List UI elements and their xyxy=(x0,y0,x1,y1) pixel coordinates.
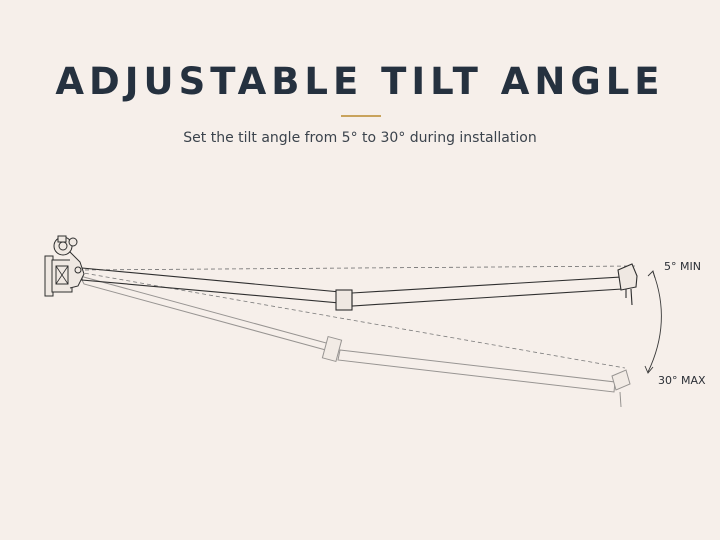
max-angle-reference-line xyxy=(77,271,626,369)
arc-arrow-top xyxy=(647,270,656,279)
min-tilt-arm xyxy=(81,263,638,311)
max-angle-label: 30° MAX xyxy=(658,374,706,387)
max-tilt-arm xyxy=(79,275,631,408)
title-divider xyxy=(341,115,381,117)
min-angle-reference-line xyxy=(77,265,636,271)
wall-bracket xyxy=(44,235,85,297)
arc-arrow-bottom xyxy=(644,365,654,374)
page-subtitle: Set the tilt angle from 5° to 30° during… xyxy=(183,130,537,146)
min-angle-label: 5° MIN xyxy=(664,260,701,273)
angle-arc xyxy=(647,271,662,373)
page-title: ADJUSTABLE TILT ANGLE xyxy=(55,60,665,103)
